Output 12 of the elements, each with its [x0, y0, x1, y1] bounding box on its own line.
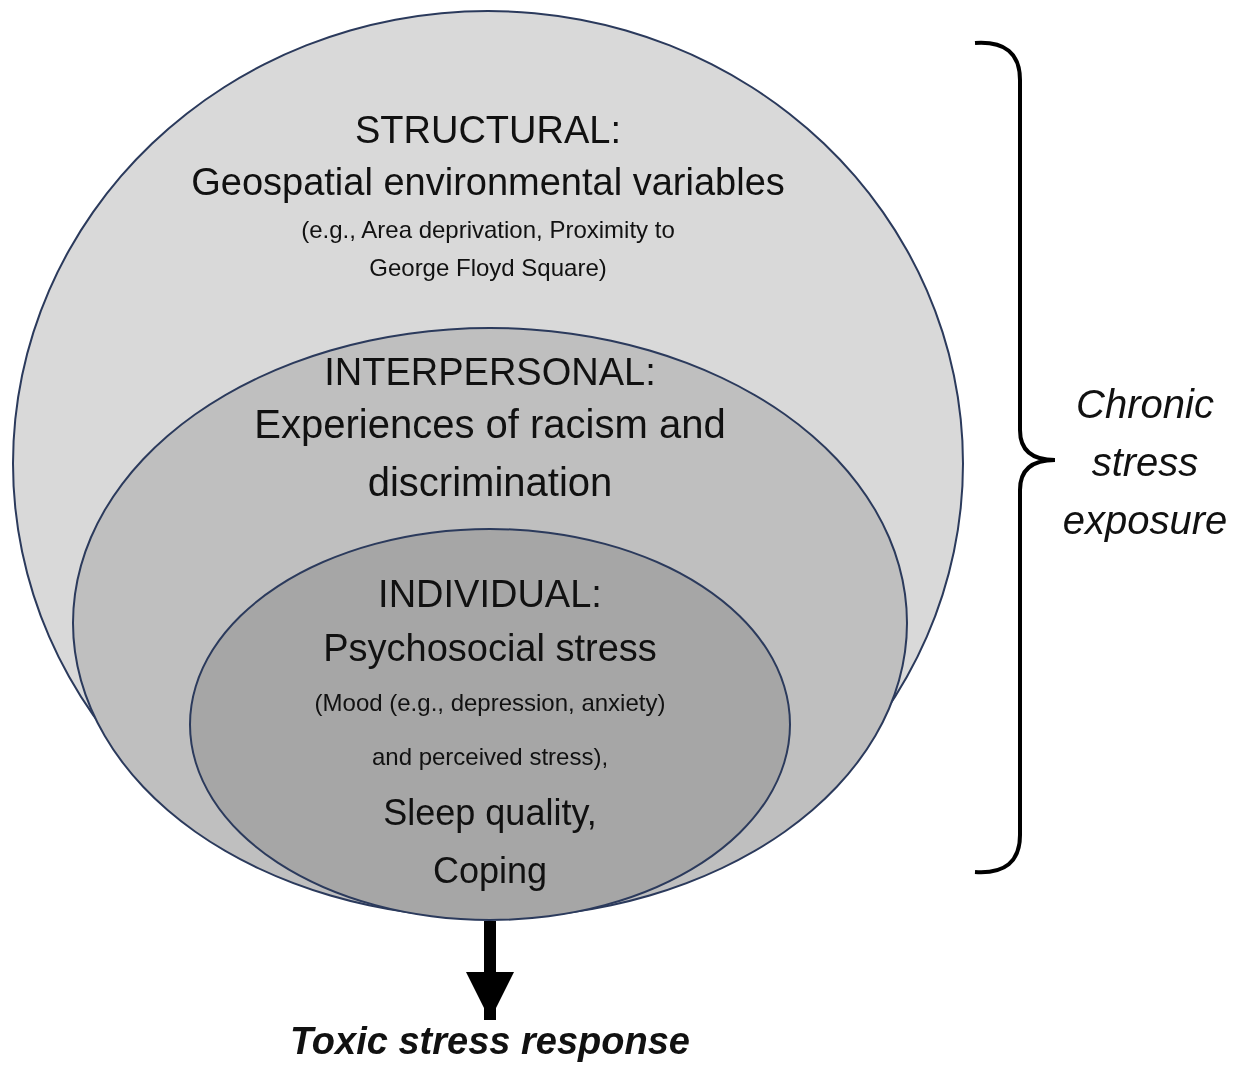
level-text: (Mood (e.g., depression, anxiety) and perceived stress), — [313, 688, 667, 772]
level-text: Sleep quality, Coping — [382, 791, 598, 893]
level-text: Experiences of racism and discrimination — [253, 401, 727, 506]
level-text: Psychosocial stress — [322, 626, 658, 671]
level-heading: STRUCTURAL: — [354, 108, 622, 153]
outcome-text: Toxic stress response — [230, 1018, 750, 1064]
arrow — [466, 921, 514, 1020]
bracket-label: Chronic stress exposure — [1061, 381, 1229, 544]
level-heading: INTERPERSONAL: — [323, 350, 657, 395]
level-text: Geospatial environmental variables — [190, 160, 786, 205]
level-heading: INDIVIDUAL: — [377, 572, 603, 617]
level-text: (e.g., Area deprivation, Proximity to George Floyd Square) — [300, 215, 676, 283]
